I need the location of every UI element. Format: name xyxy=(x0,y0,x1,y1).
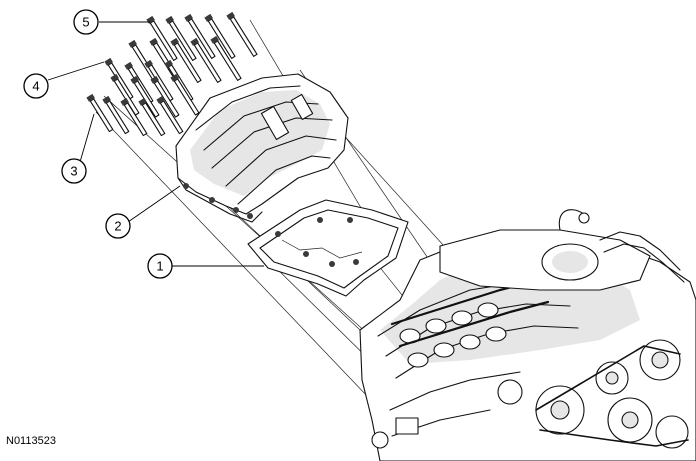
callout-4-label: 4 xyxy=(32,79,39,94)
bolts-item-4 xyxy=(104,57,200,118)
callout-3: 3 xyxy=(61,158,87,184)
bolts-item-3 xyxy=(86,93,184,137)
accessory-pulleys xyxy=(497,339,689,449)
callout-2: 2 xyxy=(105,213,131,239)
figure-id: N0113523 xyxy=(6,435,56,447)
intake-ports xyxy=(399,302,507,368)
callout-1: 1 xyxy=(147,253,173,279)
callout-1-label: 1 xyxy=(156,259,163,274)
callout-3-label: 3 xyxy=(70,164,77,179)
bolts-item-5 xyxy=(128,11,258,85)
callout-5-label: 5 xyxy=(82,15,89,30)
intake-manifold xyxy=(175,73,349,223)
callout-2-label: 2 xyxy=(114,219,121,234)
callout-4: 4 xyxy=(23,73,49,99)
callout-5: 5 xyxy=(73,9,99,35)
engine-block xyxy=(359,209,696,461)
manifold-gasket xyxy=(247,199,409,297)
leader-lines xyxy=(47,21,264,267)
